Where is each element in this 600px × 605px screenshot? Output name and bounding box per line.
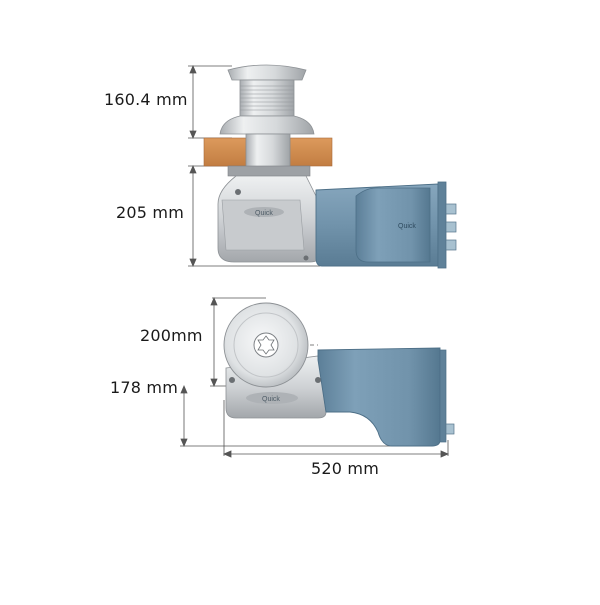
capstan-height-label: 160.4 mm [104, 90, 188, 109]
terminals-side [445, 203, 457, 251]
deck-plank [203, 133, 333, 177]
motor-side: Quick [315, 181, 457, 269]
gearbox-side: Quick [217, 175, 323, 263]
plan-view: Quick [180, 296, 455, 458]
motor-plan [317, 347, 455, 447]
drum-plan [223, 302, 309, 388]
overall-length-label: 520 mm [311, 459, 379, 478]
brand-mark-motor: Quick [398, 223, 416, 230]
terminals-plan [445, 423, 455, 435]
brand-mark-side: Quick [255, 210, 273, 217]
side-view: Quick Quick [188, 64, 457, 269]
capstan-head [219, 64, 315, 135]
brand-mark-plan: Quick [262, 396, 280, 403]
drum-diameter-label: 200mm [140, 326, 203, 345]
base-height-label: 178 mm [110, 378, 178, 397]
gearbox-height-label: 205 mm [116, 203, 184, 222]
